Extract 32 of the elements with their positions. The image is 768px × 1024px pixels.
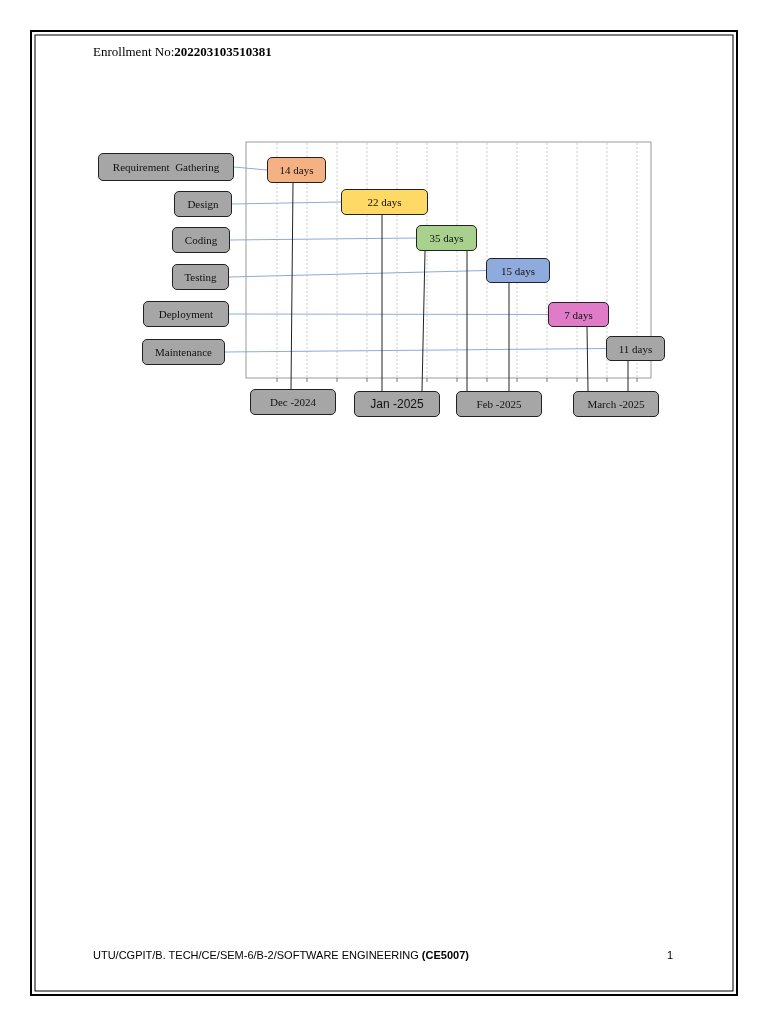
duration-box: 22 days: [341, 189, 428, 215]
connector-line: [229, 237, 417, 241]
month-box: Feb -2025: [456, 391, 542, 417]
connector-line: [627, 360, 629, 392]
duration-box: 7 days: [548, 302, 609, 327]
task-box: Coding: [172, 227, 230, 253]
task-box: Maintenance: [142, 339, 225, 365]
connector-line: [586, 326, 589, 392]
duration-box: 14 days: [267, 157, 326, 183]
connector-line: [228, 313, 549, 315]
connector-line: [233, 166, 268, 171]
task-box: Testing: [172, 264, 229, 290]
page-number: 1: [667, 949, 674, 961]
month-box: Dec -2024: [250, 389, 336, 415]
connector-line: [231, 201, 342, 205]
connector-line: [466, 250, 468, 392]
duration-box: 15 days: [486, 258, 550, 283]
connector-line: [224, 348, 607, 353]
connector-line: [290, 182, 294, 390]
enrollment-number: Enrollment No:202203103510381: [93, 44, 272, 60]
task-box: Design: [174, 191, 232, 217]
duration-box: 35 days: [416, 225, 477, 251]
connector-line: [421, 250, 426, 392]
duration-box: 11 days: [606, 336, 665, 361]
task-box: Deployment: [143, 301, 229, 327]
connector-line: [508, 282, 510, 392]
connector-line: [228, 270, 487, 278]
connector-line: [381, 214, 383, 392]
month-box: Jan -2025: [354, 391, 440, 417]
month-box: March -2025: [573, 391, 659, 417]
footer-text: UTU/CGPIT/B. TECH/CE/SEM-6/B-2/SOFTWARE ENGINEERING (CE5007): [93, 949, 469, 961]
task-box: Requirement Gathering: [98, 153, 234, 181]
